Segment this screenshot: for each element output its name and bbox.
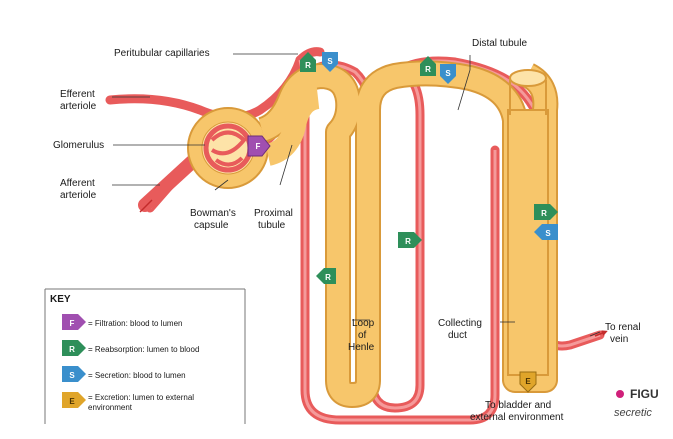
key-legend: KEY F = Filtration: blood to lumen R = R… [45,289,245,424]
secretion-badge-label-3: S [545,229,551,238]
key-title: KEY [50,294,71,305]
key-secretion-badge: S [69,371,75,380]
reabsorption-badge-label-5: R [541,209,547,218]
key-reabsorption-badge: R [69,345,75,354]
label-glomerulus: Glomerulus [53,140,104,151]
key-excretion-badge: E [69,397,75,406]
reabsorption-badge-label-4: R [325,273,331,282]
reabsorption-badge-label-3: R [405,237,411,246]
label-bowmans-line1: Bowman's [190,208,236,219]
caption-figure-label: FIGU [630,387,659,401]
label-collecting-line1: Collecting [438,318,482,329]
label-renal-vein-line1: To renal [605,322,641,333]
reabsorption-arrow-loop-descending: R [316,268,336,284]
label-bladder-line2: external environment [470,412,564,423]
key-reabsorption-text: = Reabsorption: lumen to blood [88,345,199,354]
reabsorption-badge-label: R [305,61,311,70]
label-afferent-line1: Afferent [60,178,95,189]
caption-secretion-label: secretic [614,407,652,419]
secretion-badge-label: S [327,57,333,66]
label-afferent-line2: arteriole [60,190,97,201]
filtration-badge-label: F [256,142,261,151]
caption-dot [616,390,624,398]
label-efferent-line2: arteriole [60,101,97,112]
key-excretion-text-line2: environment [88,403,133,412]
label-proximal-line2: tubule [258,220,286,231]
figure-caption: FIGU secretic [614,387,659,419]
key-filtration-text: = Filtration: blood to lumen [88,319,183,328]
label-renal-vein-line2: vein [610,334,628,345]
reabsorption-badge-label-2: R [425,65,431,74]
label-collecting-line2: duct [448,330,467,341]
label-loop-line2: of [358,330,367,341]
label-loop-line1: Loop [352,318,375,329]
label-bowmans-line2: capsule [194,220,229,231]
excretion-badge-label: E [525,377,531,386]
label-proximal-line1: Proximal [254,208,293,219]
key-secretion-text: = Secretion: blood to lumen [88,371,186,380]
key-filtration-badge: F [70,319,75,328]
label-distal-tubule: Distal tubule [472,38,527,49]
secretion-badge-label-2: S [445,69,451,78]
label-efferent-line1: Efferent [60,89,95,100]
label-loop-line3: Henle [348,342,375,353]
key-excretion-text-line1: = Excretion: lumen to external [88,393,194,402]
label-bladder-line1: To bladder and [485,400,551,411]
label-peritubular-capillaries: Peritubular capillaries [114,48,210,59]
